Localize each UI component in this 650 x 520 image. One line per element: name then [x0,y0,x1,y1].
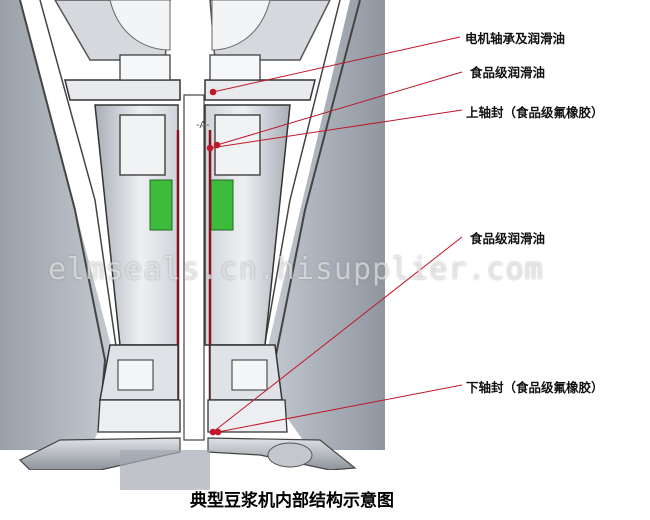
callout-food-grade-oil-top: 食品级润滑油 [470,65,546,80]
drive-shaft [183,94,205,441]
callout-lower-shaft-seal: 下轴封（食品级氟橡胶） [466,380,604,395]
callout-upper-shaft-seal: 上轴封（食品级氟橡胶） [466,105,604,120]
section-mark: -A- [196,120,210,131]
watermark: elmseals.cn.hisupplier.com [48,252,544,287]
diagram-caption: 典型豆浆机内部结构示意图 [190,491,394,511]
housing-left [0,0,120,450]
upper-seal-right [210,179,234,231]
callout-food-grade-oil-bottom: 食品级润滑油 [470,231,546,246]
upper-seal-left [149,179,173,231]
callout-motor-bearing-oil: 电机轴承及润滑油 [465,31,566,46]
leader-lines [206,36,463,436]
housing-right [260,0,385,450]
